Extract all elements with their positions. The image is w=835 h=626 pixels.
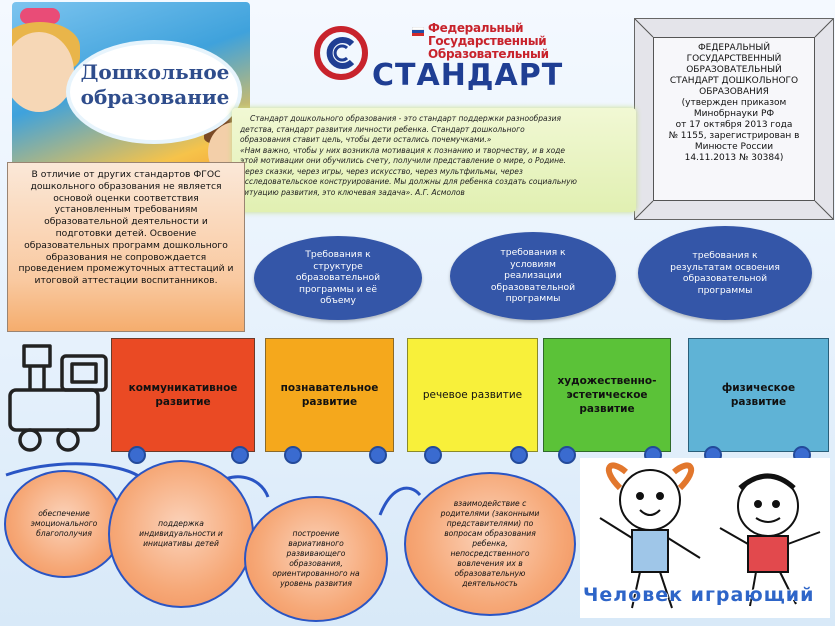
circle-individuality-support: поддержка индивидуальности и инициативы … [108, 460, 254, 608]
wagon-physical: физическое развитие [688, 338, 829, 452]
wheel [284, 446, 302, 464]
cover-title: Дошкольное образование [80, 60, 230, 109]
quote-line: Стандарт дошкольного образования - это с… [250, 114, 562, 123]
frame-line: ОБРАЗОВАНИЯ [699, 87, 769, 97]
frame-line: ОБРАЗОВАТЕЛЬНЫЙ [686, 65, 782, 75]
frame-line: № 1155, зарегистрирован в [668, 131, 800, 141]
kids-illustration [580, 458, 830, 618]
circle-parent-interaction: взаимодействие с родителями (законными п… [404, 472, 576, 616]
wagon-label: речевое развитие [422, 389, 523, 401]
logo-line: Образовательный [428, 47, 549, 61]
circle-label: взаимодействие с родителями (законными п… [440, 499, 540, 588]
standard-logo-icon [314, 26, 368, 80]
frame-line: ФЕДЕРАЛЬНЫЙ [697, 43, 771, 53]
wagon-speech: речевое развитие [407, 338, 538, 452]
logo-line: Государственный [428, 34, 547, 48]
quote-line: Через сказки, через игры, через искусств… [240, 166, 523, 176]
frame-bevel [635, 19, 833, 219]
cover-cloud [70, 44, 238, 140]
cover-ribbon [20, 8, 60, 24]
frame-line: СТАНДАРТ ДОШКОЛЬНОГО [669, 76, 799, 86]
wheel [558, 446, 576, 464]
wheel [424, 446, 442, 464]
asmolov-quote: Стандарт дошкольного образования - это с… [232, 108, 636, 212]
frame-line: Минюсте России [694, 142, 774, 152]
circle-label: поддержка индивидуальности и инициативы … [139, 519, 223, 548]
wheel [369, 446, 387, 464]
wheel [231, 446, 249, 464]
locomotive-icon [8, 344, 108, 452]
wagon-label: художественно-эстетическое развитие [557, 375, 657, 415]
playing-kids-drawing [599, 462, 821, 609]
quote-line: исследовательское конструирование. Мы до… [240, 177, 577, 186]
wagon-cognitive: познавательное развитие [265, 338, 394, 452]
logo-line: Федеральный [428, 21, 524, 35]
quote-line: «Нам важно, чтобы у них возникла мотивац… [240, 145, 565, 155]
logo-title: СТАНДАРТ [372, 58, 564, 93]
russian-flag-icon [412, 27, 424, 36]
wheel [128, 446, 146, 464]
wagon-label: физическое развитие [721, 382, 796, 408]
frame-line: (утвержден приказом [681, 98, 787, 108]
circle-label: обеспечение эмоционального благополучия [30, 509, 98, 538]
caption-homo-ludens: Человек играющий [583, 584, 815, 606]
standard-frame: ФЕДЕРАЛЬНЫЙ ГОСУДАРСТВЕННЫЙ ОБРАЗОВАТЕЛЬ… [634, 18, 834, 220]
quote-line: ситуацию развития, это ключевая задача».… [240, 187, 465, 197]
quote-line: образования ставит цель, чтобы дети оста… [240, 135, 492, 144]
frame-line: Минобрнауки РФ [693, 109, 775, 119]
frame-line: 14.11.2013 № 30384) [684, 153, 784, 163]
logo-subtitle: Федеральный Государственный Образователь… [428, 21, 549, 61]
quote-line: детства, стандарт развития личности ребе… [240, 124, 525, 134]
wagon-artistic: художественно-эстетическое развитие [543, 338, 671, 452]
wagon-label: познавательное развитие [280, 382, 379, 408]
frame-line: ГОСУДАРСТВЕННЫЙ [686, 54, 782, 64]
oval-structure-requirements: Требования к структуре образовательной п… [254, 236, 422, 320]
oval-conditions-requirements: требования к условиям реализации образов… [450, 232, 616, 320]
wagon-communicative: коммуникативное развитие [111, 338, 255, 452]
frame-line: от 17 октября 2013 года [675, 120, 793, 130]
circle-variative-education: построение вариативного развивающего обр… [244, 496, 388, 622]
oval-label: Требования к структуре образовательной п… [295, 249, 381, 307]
frame-inner [653, 37, 815, 201]
wheel [510, 446, 528, 464]
quote-line: этой мотивации они обучились счету, полу… [240, 156, 567, 165]
cover-illustration: Дошкольное образование [12, 2, 250, 202]
circle-label: построение вариативного развивающего обр… [272, 529, 360, 588]
fgos-note-panel: В отличие от других стандартов ФГОС дошк… [7, 162, 245, 332]
oval-label: требования к условиям реализации образов… [490, 247, 576, 305]
girl-face-shape [12, 32, 74, 112]
oval-results-requirements: требования к результатам освоения образо… [638, 226, 812, 320]
wagon-label: коммуникативное развитие [128, 382, 238, 408]
oval-label: требования к результатам освоения образо… [670, 250, 780, 296]
frame-text: ФЕДЕРАЛЬНЫЙ ГОСУДАРСТВЕННЫЙ ОБРАЗОВАТЕЛЬ… [653, 43, 815, 164]
circle-emotional-wellbeing: обеспечение эмоционального благополучия [4, 470, 124, 578]
